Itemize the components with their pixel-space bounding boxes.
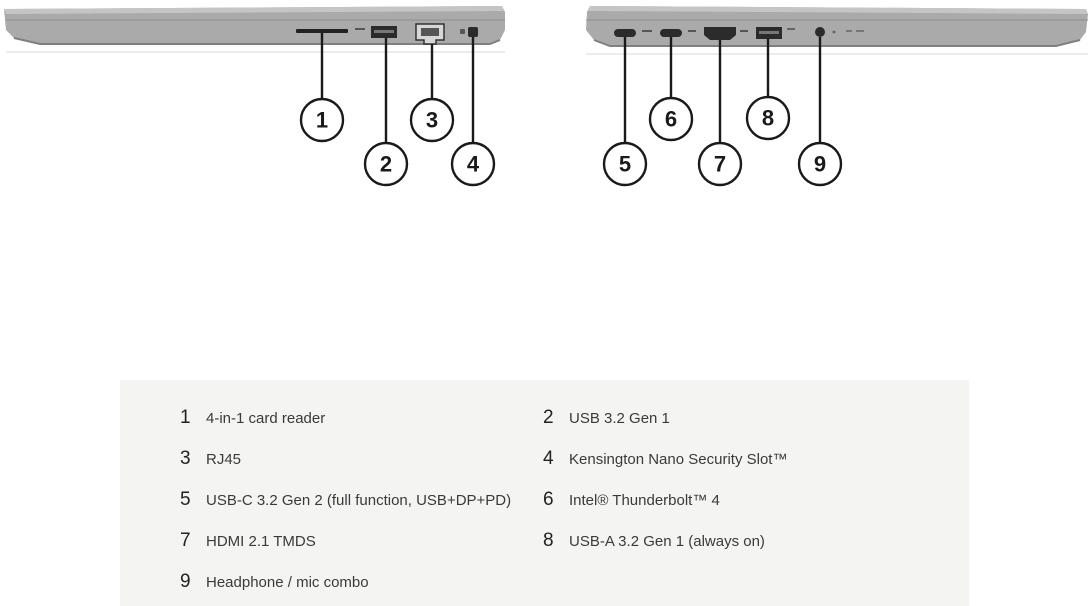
legend-text: USB-C 3.2 Gen 2 (full function, USB+DP+P… — [206, 491, 512, 509]
port-legend: 1 4-in-1 card reader 2 USB 3.2 Gen 1 3 R… — [120, 380, 969, 606]
callout-1: 1 — [299, 97, 345, 143]
legend-number: 5 — [180, 489, 191, 510]
legend-item-2: 2 USB 3.2 Gen 1 — [543, 406, 670, 430]
callout-2-label: 2 — [380, 152, 392, 177]
legend-item-9: 9 Headphone / mic combo — [180, 570, 369, 594]
legend-text: Headphone / mic combo — [206, 573, 369, 591]
callout-8-label: 8 — [762, 106, 774, 131]
legend-number: 9 — [180, 571, 191, 592]
callout-7-label: 7 — [714, 152, 726, 177]
callout-7: 7 — [697, 141, 743, 187]
legend-item-7: 7 HDMI 2.1 TMDS — [180, 529, 316, 553]
callout-3-label: 3 — [426, 108, 438, 133]
callout-2: 2 — [363, 141, 409, 187]
legend-item-5: 5 USB-C 3.2 Gen 2 (full function, USB+DP… — [180, 488, 511, 512]
callout-9-label: 9 — [814, 152, 826, 177]
legend-number: 8 — [543, 530, 554, 551]
legend-number: 6 — [543, 489, 554, 510]
legend-text: USB 3.2 Gen 1 — [569, 409, 670, 427]
legend-item-3: 3 RJ45 — [180, 447, 241, 471]
legend-text: HDMI 2.1 TMDS — [206, 532, 316, 550]
callout-5: 5 — [602, 141, 648, 187]
callout-8: 8 — [745, 95, 791, 141]
legend-text: Intel® Thunderbolt™ 4 — [569, 491, 720, 509]
callout-6-label: 6 — [665, 107, 677, 132]
legend-text: Kensington Nano Security Slot™ — [569, 450, 788, 468]
legend-item-4: 4 Kensington Nano Security Slot™ — [543, 447, 787, 471]
laptop-right-side-view — [586, 6, 1088, 55]
legend-text: 4-in-1 card reader — [206, 409, 326, 427]
callout-5-label: 5 — [619, 152, 631, 177]
legend-number: 4 — [543, 448, 554, 469]
legend-number: 3 — [180, 448, 191, 469]
callout-6: 6 — [648, 96, 694, 142]
legend-number: 2 — [543, 407, 554, 428]
laptop-ports-diagram: 1 2 3 4 5 6 7 8 9 — [4, 6, 1088, 187]
legend-item-8: 8 USB-A 3.2 Gen 1 (always on) — [543, 529, 765, 553]
callout-4: 4 — [450, 141, 496, 187]
callout-4-label: 4 — [467, 152, 480, 177]
leader-lines — [320, 33, 822, 142]
callout-3: 3 — [409, 97, 455, 143]
legend-text: RJ45 — [206, 450, 242, 468]
callout-1-label: 1 — [316, 108, 328, 133]
legend-item-6: 6 Intel® Thunderbolt™ 4 — [543, 488, 720, 512]
callout-9: 9 — [797, 141, 843, 187]
legend-item-1: 1 4-in-1 card reader — [180, 406, 325, 430]
laptop-left-side-view — [4, 6, 505, 53]
legend-number: 7 — [180, 530, 191, 551]
legend-text: USB-A 3.2 Gen 1 (always on) — [569, 532, 765, 550]
legend-number: 1 — [180, 407, 191, 428]
